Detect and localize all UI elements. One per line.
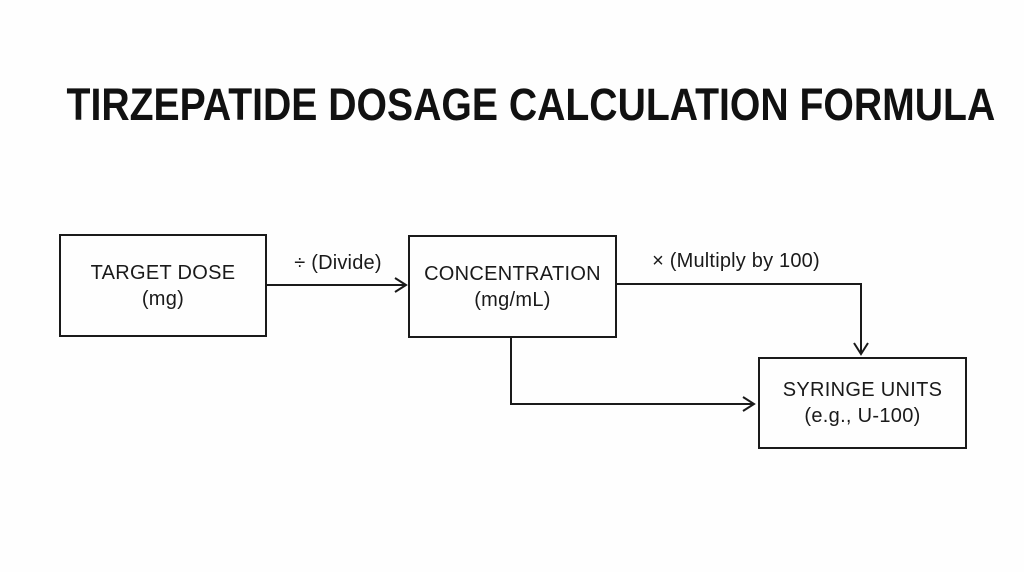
node-syringe-units: SYRINGE UNITS (e.g., U-100) [758, 357, 967, 449]
node-target-dose-label: TARGET DOSE [90, 261, 236, 284]
diagram-title: TIRZEPATIDE DOSAGE CALCULATION FORMULA [66, 79, 996, 130]
edge-label-divide: ÷ (Divide) [294, 252, 382, 274]
arrow-right-icon [394, 277, 408, 293]
node-concentration-sublabel: (mg/mL) [474, 288, 551, 311]
arrow-down-icon [853, 342, 869, 356]
node-concentration-label: CONCENTRATION [424, 262, 601, 285]
arrow-right-icon [742, 396, 756, 412]
edge-result-line [510, 338, 753, 405]
node-syringe-units-sublabel: (e.g., U-100) [804, 405, 921, 427]
edge-multiply-line [617, 283, 862, 352]
node-target-dose-sublabel: (mg) [141, 287, 185, 310]
node-syringe-units-label: SYRINGE UNITS [782, 379, 943, 401]
edge-label-multiply: × (Multiply by 100) [652, 250, 820, 272]
node-target-dose: TARGET DOSE (mg) [59, 234, 267, 337]
node-concentration: CONCENTRATION (mg/mL) [408, 235, 617, 338]
